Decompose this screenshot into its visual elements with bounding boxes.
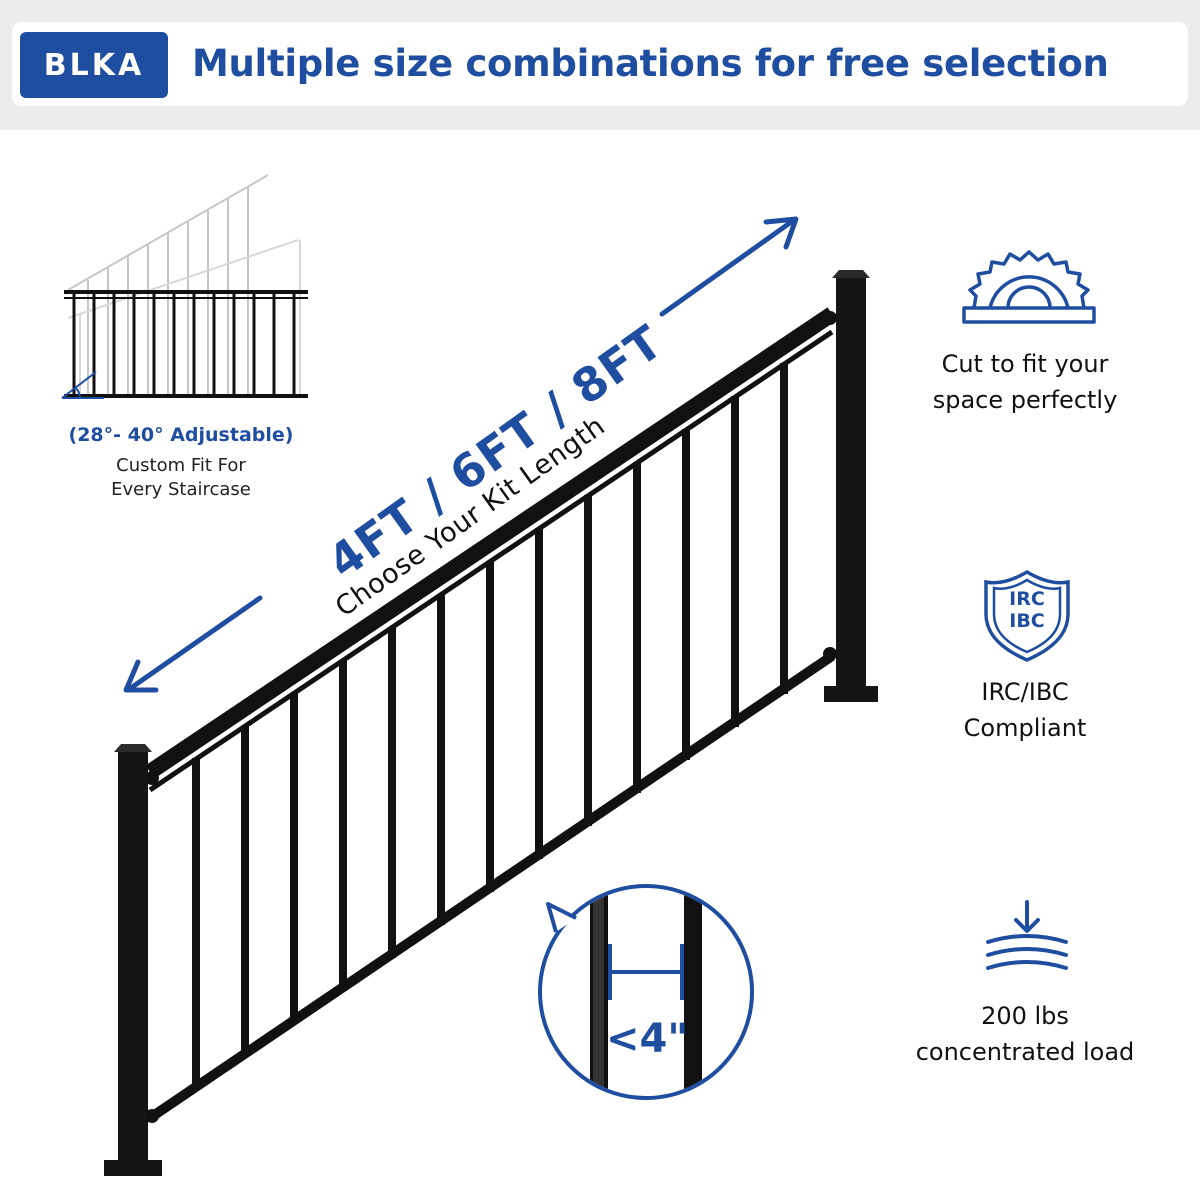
feature-compliance-line2: Compliant <box>963 714 1087 742</box>
length-arrow-upper <box>659 216 799 317</box>
brand-logo: BLKA <box>20 32 168 98</box>
angle-caption: Custom Fit For Every Staircase <box>40 454 322 502</box>
shield-badge-ibc: IBC <box>1009 610 1045 632</box>
saw-blade-icon <box>962 250 1096 324</box>
load-arrow-icon <box>986 900 1068 970</box>
shield-icon <box>984 569 1070 662</box>
feature-load-line2: concentrated load <box>915 1038 1135 1066</box>
top-rail <box>145 307 837 779</box>
angle-range-label: (28°- 40° Adjustable) <box>68 424 294 446</box>
ghost-railing-shallow <box>67 239 301 398</box>
feature-cut-to-fit: Cut to fit your space perfectly <box>880 346 1170 418</box>
feature-cut-line2: space perfectly <box>932 386 1118 414</box>
page-title: Multiple size combinations for free sele… <box>192 42 1109 85</box>
level-railing <box>64 290 308 398</box>
feature-cut-line1: Cut to fit your <box>941 350 1109 378</box>
angle-caption-line1: Custom Fit For <box>116 455 246 476</box>
shield-badge-irc: IRC <box>1009 588 1045 610</box>
angle-caption-line2: Every Staircase <box>111 479 251 500</box>
feature-compliance: IRC/IBC Compliant <box>880 674 1170 746</box>
feature-load: 200 lbs concentrated load <box>880 998 1170 1070</box>
ghost-railing-steep <box>67 174 269 398</box>
length-arrow-lower <box>123 595 263 693</box>
right-post <box>836 278 866 690</box>
feature-load-line1: 200 lbs <box>981 1002 1069 1030</box>
stair-railing <box>104 270 878 1176</box>
spacing-magnifier <box>538 884 754 1100</box>
header-card <box>12 22 1188 106</box>
left-post <box>118 752 148 1170</box>
baluster-gap-label: <4" <box>606 1016 689 1062</box>
feature-compliance-line1: IRC/IBC <box>981 678 1069 706</box>
angle-marker-icon <box>61 371 104 399</box>
shield-badge-text: IRC IBC <box>987 588 1067 632</box>
